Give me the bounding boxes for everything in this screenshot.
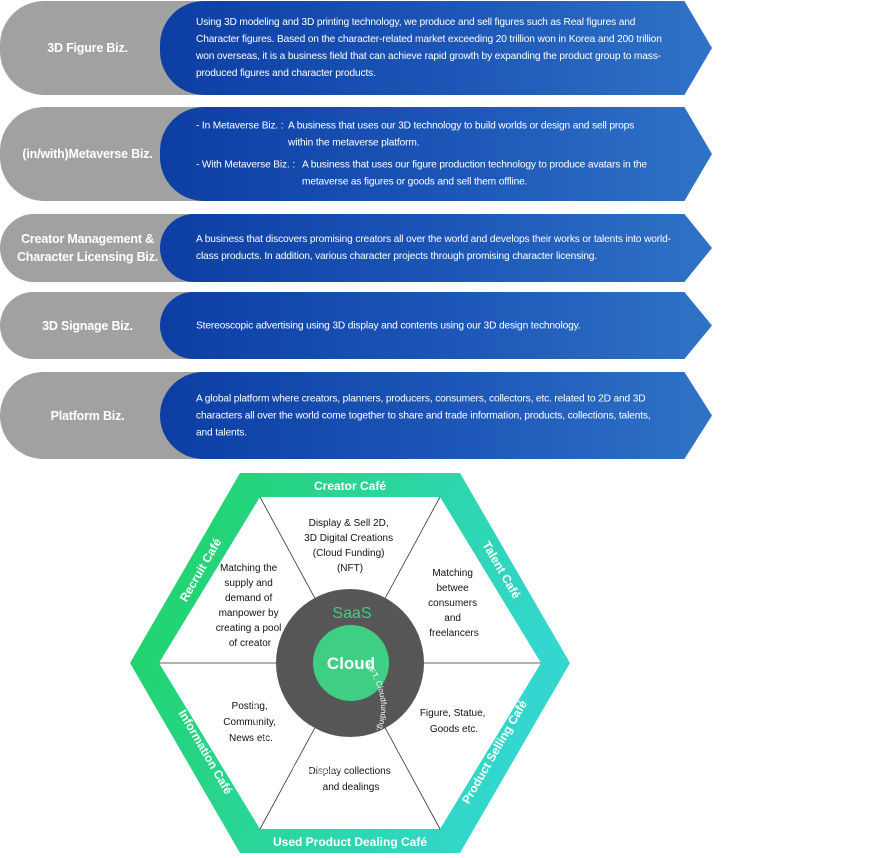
biz-description: A global platform where creators, planne… [196,390,666,441]
biz-desc-text: A business that discovers promising crea… [196,234,671,262]
biz-row-creator-management: Creator Management & Character Licensing… [0,214,712,282]
biz-arrow [160,107,712,201]
in-metaverse-line: - In Metaverse Biz. : A business that us… [196,118,666,152]
biz-row-metaverse: (in/with)Metaverse Biz. - In Metaverse B… [0,107,712,201]
segment-text-lower-left: Posting, Community, News etc. [223,701,278,744]
biz-description: A business that discovers promising crea… [196,231,688,265]
biz-row-3d-signage: 3D Signage Biz. Stereoscopic advertising… [0,292,712,359]
biz-label: 3D Signage Biz. [42,318,133,333]
with-metaverse-line: - With Metaverse Biz. : A business that … [196,157,666,191]
in-metaverse-body: A business that uses our 3D technology t… [288,120,635,149]
cafe-hexagon-diagram: Creator Café Used Product Dealing Café R… [130,473,570,853]
segment-text-lower-right: Figure, Statue, Goods etc. [420,708,488,735]
biz-description: - In Metaverse Biz. : A business that us… [196,118,666,191]
biz-desc-text: Using 3D modeling and 3D printing techno… [196,17,662,79]
biz-row-platform: Platform Biz. A global platform where cr… [0,372,712,459]
biz-description: Using 3D modeling and 3D printing techno… [196,14,666,82]
biz-arrow [160,214,712,282]
segment-text-upper-right: Matching betwee consumers and freelancer… [428,568,480,639]
cafe-label-top: Creator Café [314,479,386,493]
biz-arrow [160,1,712,95]
segment-text-top: Display & Sell 2D, 3D Digital Creations … [304,518,396,574]
biz-label: 3D Figure Biz. [47,41,128,55]
biz-arrow [160,292,712,359]
in-metaverse-head: - In Metaverse Biz. : [196,120,284,132]
biz-desc-text: A global platform where creators, planne… [196,393,651,438]
with-metaverse-body: A business that uses our figure producti… [302,159,647,188]
biz-label: Platform Biz. [50,408,125,423]
biz-arrow [160,372,712,459]
segment-text-bottom: Display collections and dealings [308,766,393,793]
biz-label: (in/with)Metaverse Biz. [22,147,153,161]
cafe-label-bottom: Used Product Dealing Café [273,835,427,849]
cloud-circle [313,625,389,701]
saas-label: SaaS [332,605,371,622]
biz-description: Stereoscopic advertising using 3D displa… [196,317,666,334]
cloud-label: Cloud [327,654,375,673]
biz-label: Creator Management & Character Licensing… [16,232,159,264]
with-metaverse-head: - With Metaverse Biz. : [196,159,296,171]
biz-row-3d-figure: 3D Figure Biz. Using 3D modeling and 3D … [0,1,712,95]
segment-text-upper-left: Matching the supply and demand of manpow… [216,563,284,649]
biz-desc-text: Stereoscopic advertising using 3D displa… [196,320,581,331]
